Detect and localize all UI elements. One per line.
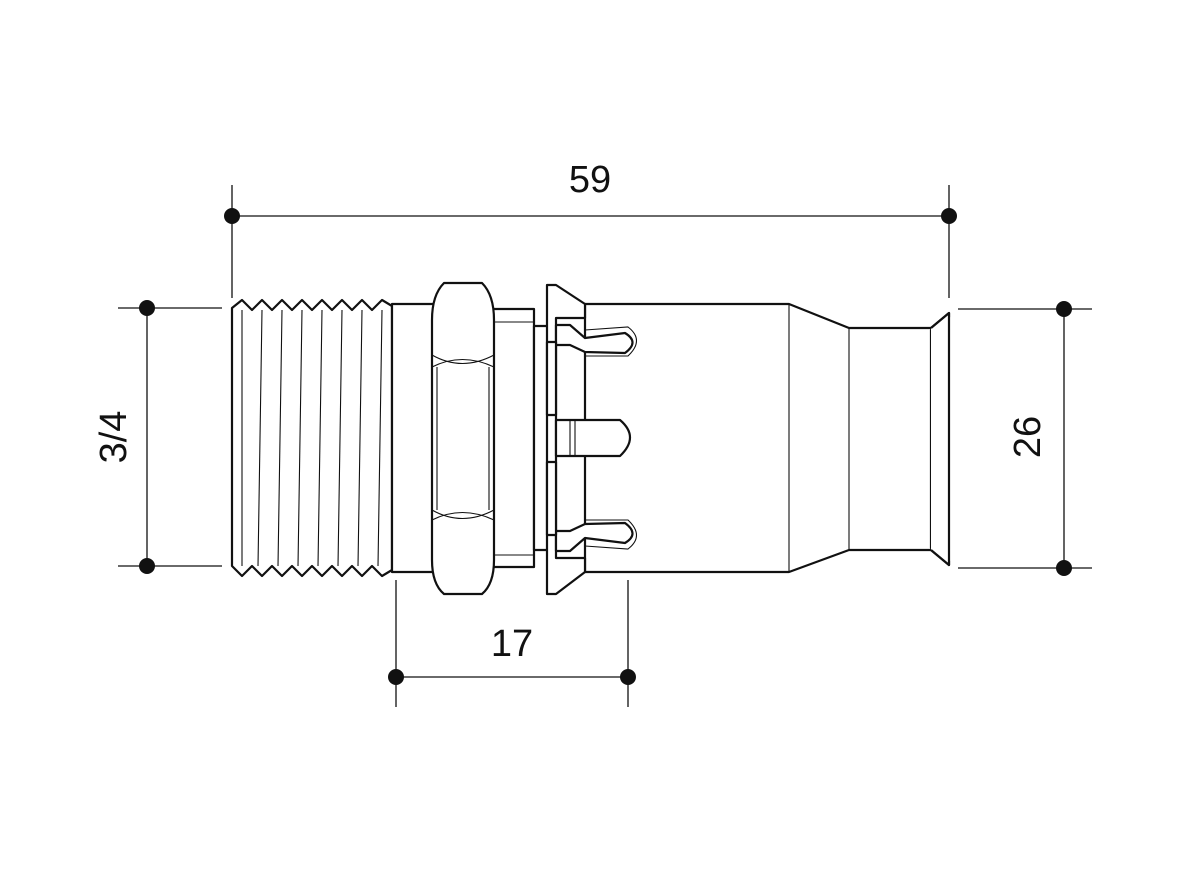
dimension-pipe-diameter: 26 (958, 301, 1092, 576)
neck (390, 302, 436, 574)
retaining-clip (545, 283, 638, 596)
threaded-end (230, 298, 394, 578)
pipe-diameter-label: 26 (1007, 416, 1049, 458)
dimension-socket-depth: 17 (388, 580, 636, 707)
hex-nut (430, 281, 496, 596)
thread-size-label: 3/4 (93, 411, 135, 464)
press-sleeve (583, 302, 951, 574)
socket-depth-label: 17 (491, 623, 533, 665)
dimension-thread-size: 3/4 (93, 300, 222, 574)
collar-ring (490, 307, 550, 569)
overall-length-label: 59 (569, 159, 611, 201)
dimension-overall-length: 59 (224, 159, 957, 298)
